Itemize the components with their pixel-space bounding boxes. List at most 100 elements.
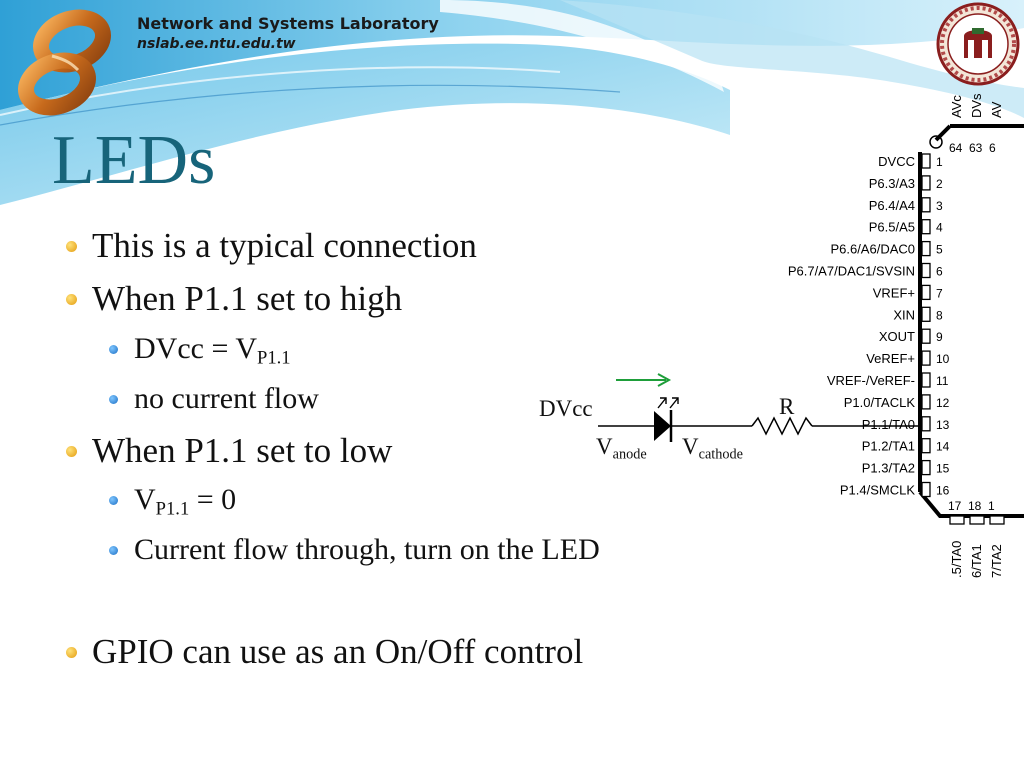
pin-label: DVCC [878, 154, 915, 169]
pin-number: 8 [936, 308, 943, 322]
sub-bullet-dot-icon [109, 546, 118, 555]
pin-label: .5/TA0 [949, 541, 964, 578]
chip-top-pin-63: 63 DVs [969, 93, 984, 155]
chip-pin-7: 7 VREF+ [873, 284, 943, 300]
chip-pin-9: 9 XOUT [879, 328, 943, 344]
pin-number: 1 [936, 155, 943, 169]
dvcc-label: DVcc [539, 396, 593, 421]
chip-bottom-pin-17: 17 .5/TA0 [948, 499, 965, 578]
pin-number: 5 [936, 243, 943, 257]
chip-pin-5: 5P6.6/A6/DAC0 [830, 240, 943, 257]
pin-label: P6.4/A4 [869, 198, 915, 213]
pin-number: 16 [936, 484, 950, 498]
pin-label: DVs [969, 93, 984, 118]
chip-pin-14: 14 P1.2/TA1 [862, 438, 950, 454]
pin-label: VREF+ [873, 285, 915, 300]
resistor-icon [751, 416, 813, 436]
left-pin-group: 1 DVCC 2 P6.3/A3 3 P6.4/A4 4 P6.5/A5 5P6.6/A6/DA… [788, 153, 950, 498]
bullet-item: This is a typical connection [92, 226, 477, 265]
pin-label: VeREF+ [866, 351, 915, 366]
pin-label: 7/TA2 [989, 544, 1004, 578]
chip-pin-1: 1 DVCC [878, 153, 943, 169]
sub-bullet-item: VP1.1 = 0 [134, 483, 237, 520]
chip-bottom-pin-1: 1 7/TA2 [988, 499, 1005, 578]
pin-label: P1.3/TA2 [862, 461, 915, 476]
chip-top-pin-6: 6 AV [989, 101, 1004, 155]
v-anode-label: Vanode [596, 434, 647, 463]
pin-number: 13 [936, 418, 950, 432]
bullet-item: When P1.1 set to low [92, 431, 393, 470]
pin-number: 6 [989, 141, 996, 155]
chip-top-pin-64: 64 AVc [949, 95, 964, 155]
chip-bottom-pin-18: 18 6/TA1 [968, 499, 985, 578]
chip-pin-8: 8 XIN [893, 306, 943, 322]
pin-number: 3 [936, 199, 943, 213]
pin-label: XIN [893, 307, 915, 322]
lab-name: Network and Systems Laboratory [137, 14, 439, 33]
pin-label: XOUT [879, 329, 915, 344]
chip-pin-6: 6 P6.7/A7/DAC1/SVSIN [788, 262, 943, 279]
pin-number: 17 [948, 499, 962, 513]
sub-bullet-dot-icon [109, 496, 118, 505]
resistor-label: R [779, 394, 795, 419]
sub-bullet-item: Current flow through, turn on the LED [134, 533, 600, 566]
pin-label: P6.7/A7/DAC1/SVSIN [788, 264, 915, 279]
sub-bullet-dot-icon [109, 395, 118, 404]
bottom-pin-group: 17 .5/TA0 18 6/TA1 1 7/TA2 [948, 499, 1005, 578]
pin-number: 14 [936, 440, 950, 454]
led-diode-icon [654, 411, 671, 441]
chip-pin-12: 12 P1.0/TACLK [844, 394, 950, 410]
pin-number: 18 [968, 499, 982, 513]
pin-label: P1.4/SMCLK [840, 483, 915, 498]
pin-number: 4 [936, 221, 943, 235]
sub-bullet-item: no current flow [134, 382, 319, 415]
chip-pin-16: 16 P1.4/SMCLK [840, 481, 950, 498]
nslab-logo [18, 9, 111, 116]
bullet-dot-icon [66, 294, 77, 305]
chip-pin-2: 2 P6.3/A3 [869, 175, 943, 191]
slide-title: LEDs [52, 122, 216, 199]
pin-number: 12 [936, 396, 950, 410]
pin-label: P6.3/A3 [869, 176, 915, 191]
pin-label: P1.0/TACLK [844, 395, 916, 410]
pin-number: 7 [936, 286, 943, 300]
pin-label: P1.1/TA0 [862, 417, 915, 432]
pin-label: P6.5/A5 [869, 220, 915, 235]
pin-label: VREF-/VeREF- [827, 373, 915, 388]
chip-pin-3: 3 P6.4/A4 [869, 197, 943, 213]
lab-url: nslab.ee.ntu.edu.tw [137, 36, 296, 52]
sub-bullet-dot-icon [109, 345, 118, 354]
header-wave-background [0, 0, 1024, 205]
chip-pin-11: 11 VREF-/VeREF- [827, 372, 949, 388]
sub-bullet-item: DVcc = VP1.1 [134, 332, 291, 369]
bullet-dot-icon [66, 241, 77, 252]
bullet-item: GPIO can use as an On/Off control [92, 632, 584, 671]
pin-number: 10 [936, 352, 950, 366]
pin-label: AVc [949, 95, 964, 118]
chip-pin-13: 13 P1.1/TA0 [862, 416, 950, 432]
pin-number: 2 [936, 177, 943, 191]
bullet-dot-icon [66, 446, 77, 457]
pin-label: P1.2/TA1 [862, 439, 915, 454]
pin-label: AV [989, 101, 1004, 118]
v-cathode-label: Vcathode [682, 434, 743, 463]
chip-pin-4: 4 P6.5/A5 [869, 219, 943, 235]
msp430-chip-pinout: 1 DVCC 2 P6.3/A3 3 P6.4/A4 4 P6.5/A5 5P6.6/A6/DA… [598, 93, 1024, 578]
chip-pin-10: 10 VeREF+ [866, 350, 950, 366]
pin-number: 1 [988, 499, 995, 513]
pin-number: 6 [936, 265, 943, 279]
pin-number: 9 [936, 330, 943, 344]
pin-number: 63 [969, 141, 983, 155]
bullet-item: When P1.1 set to high [92, 279, 403, 318]
pin-number: 11 [936, 374, 949, 388]
bullet-dot-icon [66, 647, 77, 658]
light-arrow-icon [669, 397, 679, 409]
pin1-marker-icon [929, 135, 943, 149]
light-arrow-icon [657, 397, 667, 409]
chip-body-outline [918, 124, 1024, 518]
pin-number: 64 [949, 141, 963, 155]
pin-label: 6/TA1 [969, 544, 984, 578]
